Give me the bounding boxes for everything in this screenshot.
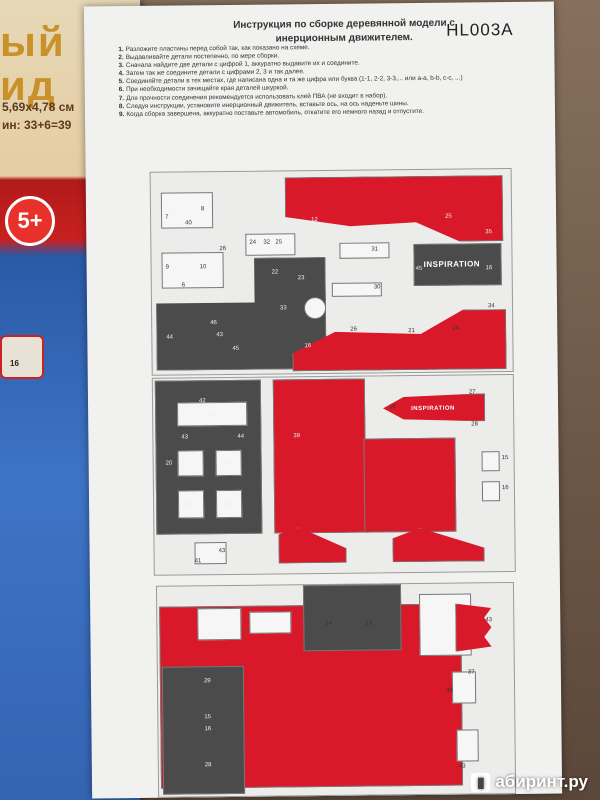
age-badge: 5+ [5, 196, 55, 246]
box-car-number: 16 [10, 359, 19, 368]
white-part [451, 671, 477, 704]
red-part [272, 378, 367, 534]
gear-part [303, 296, 327, 320]
parts-panel-1: INSPIRATION 7 40 8 9 10 6 24 32 25 26 22… [149, 168, 514, 376]
white-part [339, 242, 390, 259]
book-icon: ▮ [471, 772, 491, 792]
red-body-part [285, 175, 504, 243]
white-part [249, 611, 292, 634]
box-parts-text: ин: 33+6=39 [2, 118, 72, 132]
white-part [481, 481, 501, 502]
white-part [481, 451, 500, 472]
box-title-line2: ид [0, 62, 57, 109]
box-size-text: 5,69x4,78 см [2, 100, 75, 114]
red-fin-part [392, 527, 484, 562]
white-part [161, 252, 224, 289]
white-part [456, 729, 479, 762]
box-title-line1: ый [0, 18, 66, 65]
inspiration-text: INSPIRATION [423, 259, 481, 269]
parts-panel-3: 14 13 43 37 36 29 15 16 28 43 [155, 582, 517, 798]
gray-part [161, 665, 246, 795]
white-part [177, 450, 204, 477]
instruction-sheet: Инструкция по сборке деревянной модели с… [83, 1, 563, 799]
red-gear-part [455, 603, 492, 651]
white-part [197, 607, 242, 641]
red-part [363, 437, 457, 533]
box-car-image: 16 [0, 335, 44, 379]
watermark-text: абиринт.ру [495, 772, 588, 791]
inspiration-text: INSPIRATION [411, 405, 455, 413]
model-code: HL003A [446, 19, 514, 40]
parts-panel-2: INSPIRATION 42 91 43 44 20 21 28 29 41 4… [151, 374, 516, 576]
labirint-watermark: ▮ абиринт.ру [471, 772, 588, 792]
gray-part [302, 584, 402, 652]
instruction-steps: 1.Разложите пластины перед собой так, ка… [118, 42, 529, 119]
